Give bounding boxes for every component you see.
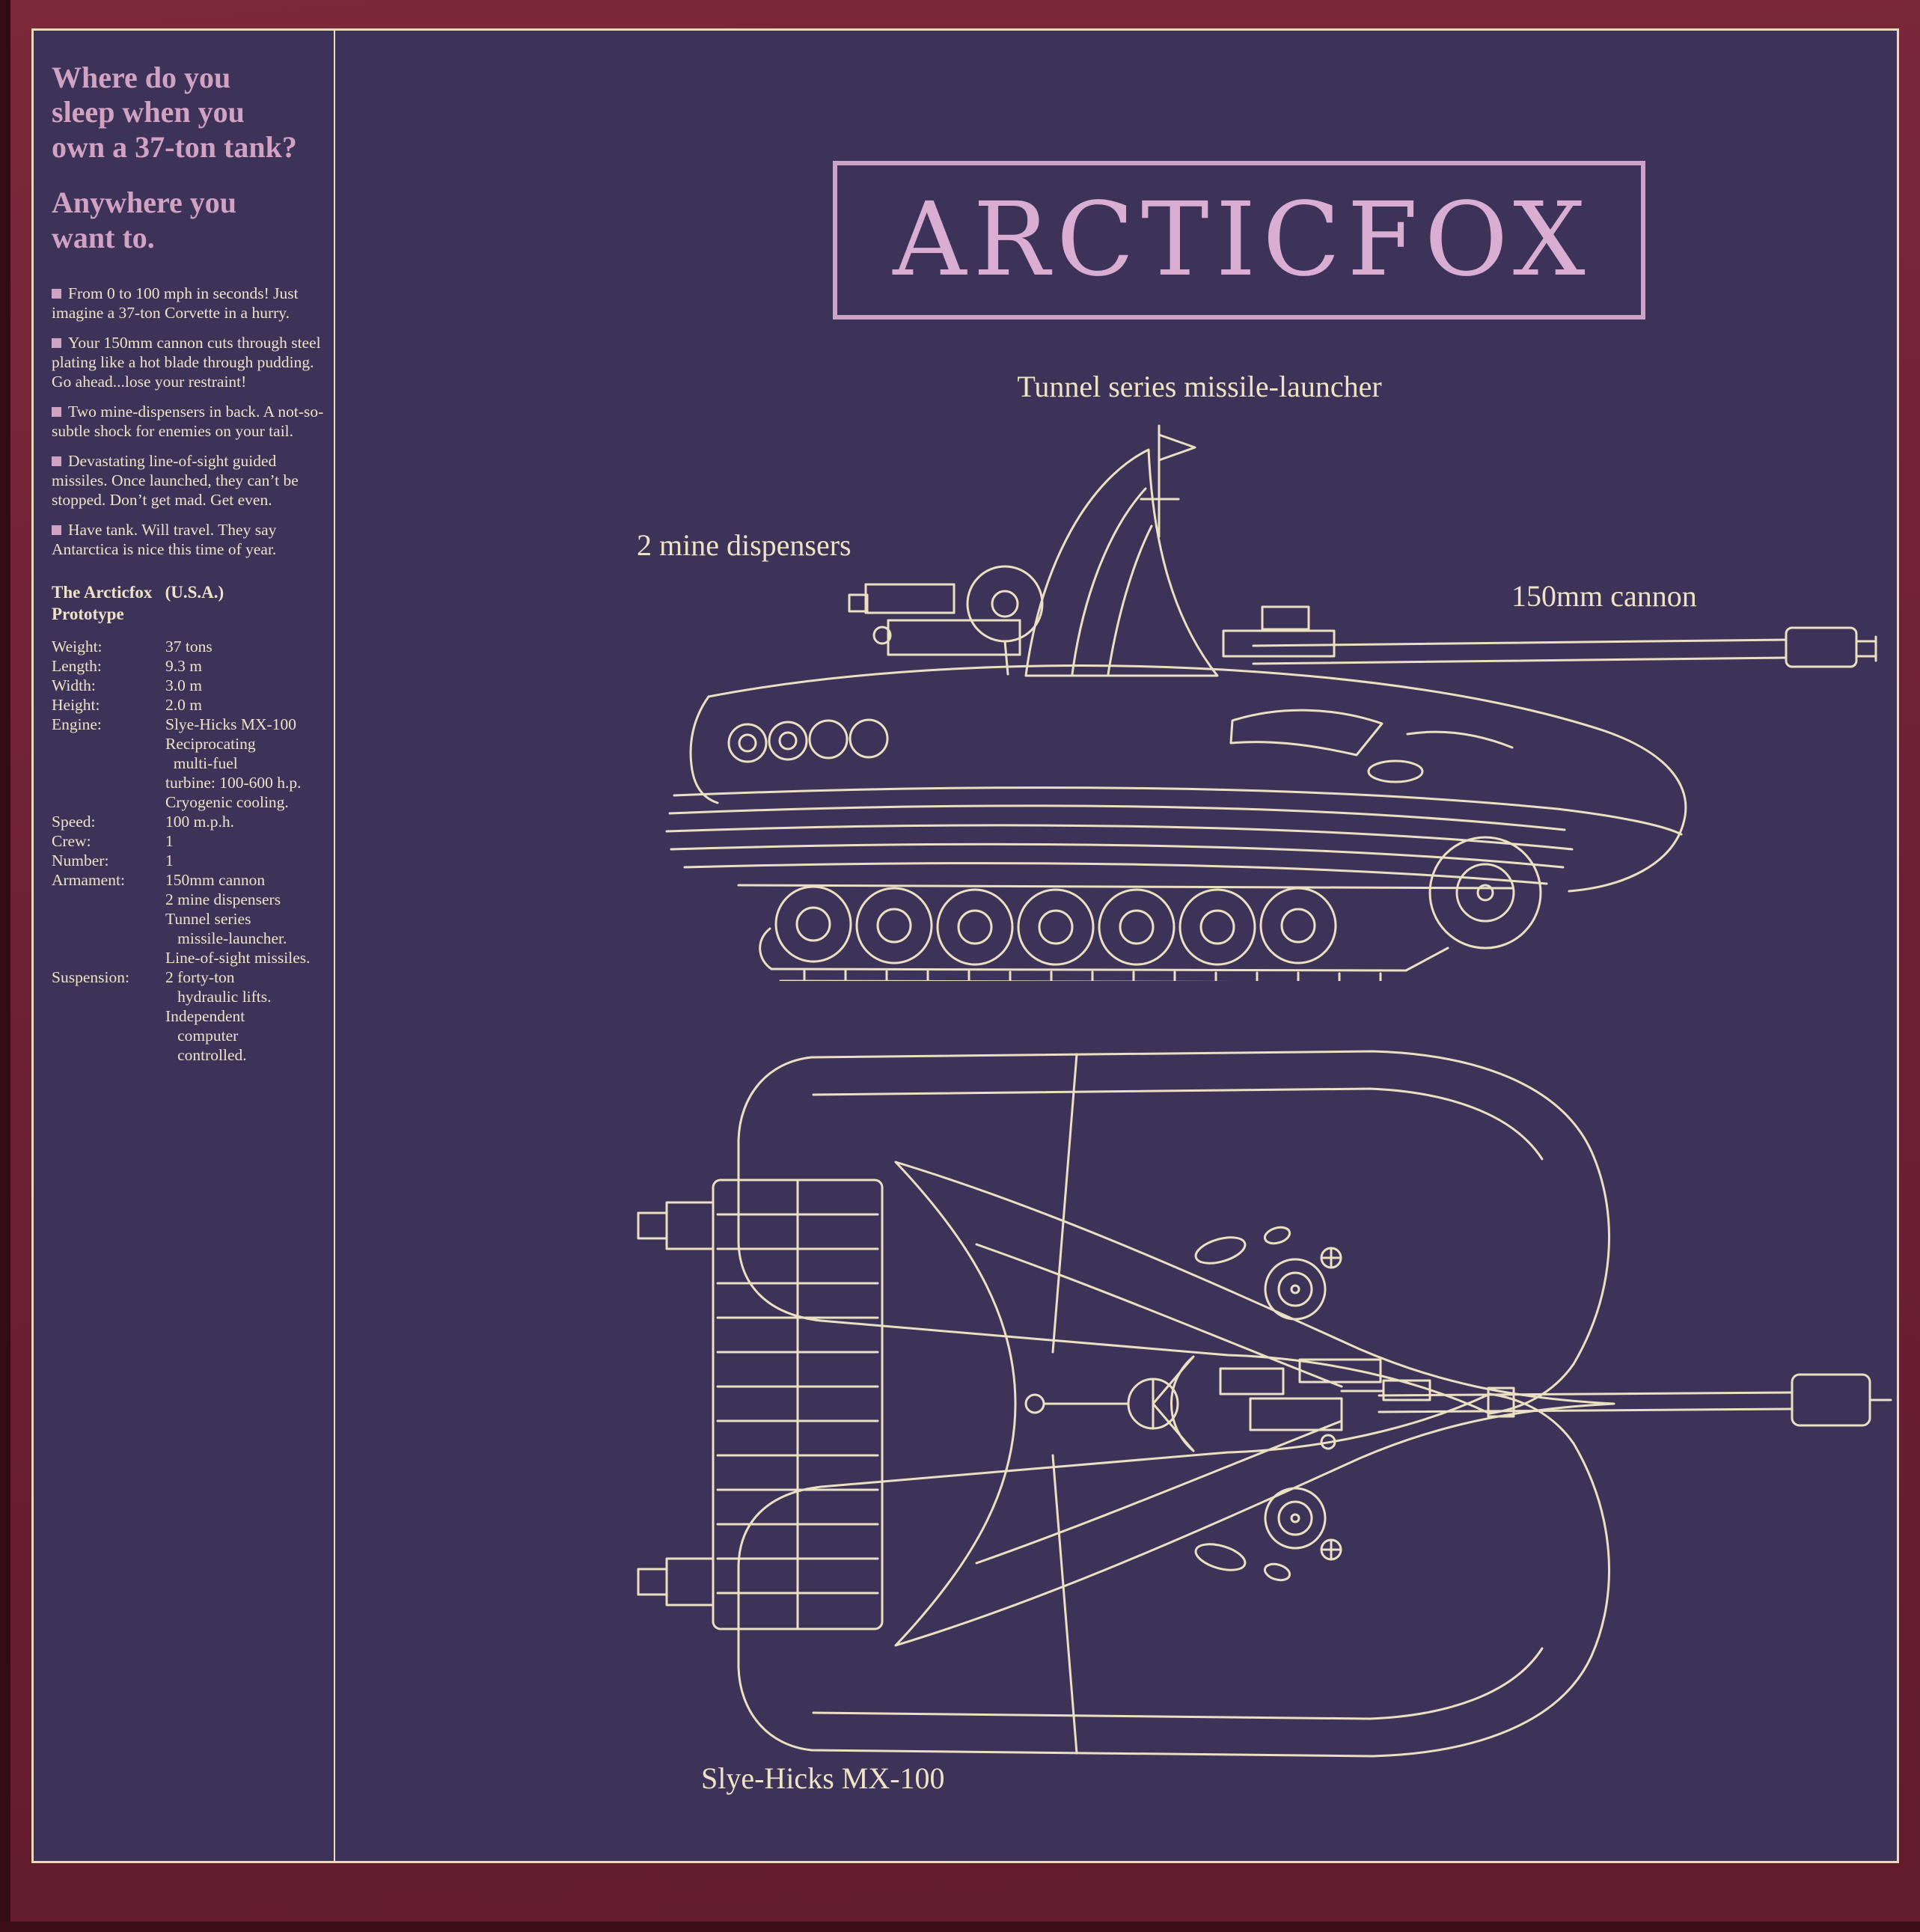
- spec-row: Width: 3.0 m: [52, 676, 328, 695]
- bullet-square-icon: [52, 406, 61, 417]
- spec-value-line: 3.0 m: [165, 676, 202, 694]
- marketing-column: Where do you sleep when you own a 37-ton…: [34, 31, 334, 1065]
- bullet-square-icon: [52, 337, 61, 348]
- bullet-text: Your 150mm cannon cuts through steel pla…: [52, 333, 321, 391]
- bullet-text: From 0 to 100 mph in seconds! Just imagi…: [52, 284, 299, 322]
- side-dish-antenna: [966, 565, 1044, 676]
- feature-bullet: Two mine-dispensers in back. A not-so-su…: [52, 402, 328, 441]
- spec-label: Weight:: [52, 637, 103, 655]
- headline-question: Where do you sleep when you own a 37-ton…: [52, 61, 297, 164]
- feature-bullet: From 0 to 100 mph in seconds! Just imagi…: [52, 284, 328, 322]
- spec-label: Suspension:: [52, 967, 129, 986]
- spec-value-line: computer: [165, 1026, 239, 1045]
- spec-row: Crew: 1: [52, 831, 328, 851]
- spec-label: Armament:: [52, 870, 125, 889]
- spec-row: Speed: 100 m.p.h.: [52, 812, 328, 831]
- spec-value-line: Slye-Hicks MX-100: [165, 715, 296, 733]
- bullet-text: Two mine-dispensers in back. A not-so-su…: [52, 402, 324, 440]
- spec-values: 1: [165, 851, 328, 870]
- spec-value-line: hydraulic lifts.: [165, 987, 272, 1006]
- spec-row: Length: 9.3 m: [52, 656, 328, 676]
- spec-value-line: controlled.: [165, 1045, 247, 1064]
- spec-label: Length:: [52, 656, 102, 675]
- spec-row: Height: 2.0 m: [52, 695, 328, 715]
- spec-value-line: missile-launcher.: [165, 929, 287, 947]
- headline-answer: Anywhere you want to.: [52, 186, 237, 254]
- bullet-square-icon: [52, 288, 61, 299]
- spec-value-line: 37 tons: [165, 637, 213, 655]
- spec-value-line: 1: [165, 831, 174, 850]
- label-cannon: 150mm cannon: [1511, 579, 1697, 613]
- spec-value-line: multi-fuel: [165, 753, 238, 772]
- bullet-square-icon: [52, 525, 61, 535]
- spec-label: Speed:: [52, 812, 96, 831]
- label-missile-launcher: Tunnel series missile-launcher: [1017, 370, 1382, 403]
- spec-row: Weight: 37 tons: [52, 637, 328, 656]
- spec-label: Width:: [52, 676, 96, 694]
- side-cannon: [1252, 626, 1877, 668]
- spec-row: Suspension: 2 forty-ton hydraulic lifts.…: [52, 967, 328, 1065]
- side-wheels-track: [759, 836, 1542, 981]
- game-title: ARCTICFOX: [893, 181, 1592, 299]
- spec-values: 100 m.p.h.: [165, 812, 328, 831]
- box-edge-bottom: [0, 1922, 1920, 1932]
- spec-table: Weight: 37 tons Length: 9.3 m Width: 3.0…: [52, 637, 328, 1065]
- box-edge-left: [0, 0, 10, 1932]
- side-fin: [1024, 448, 1219, 677]
- feature-bullet: Have tank. Will travel. They say Antarct…: [52, 520, 328, 559]
- side-hull: [665, 664, 1687, 893]
- spec-value-line: Cryogenic cooling.: [165, 792, 289, 811]
- side-launcher-blocks: [848, 583, 1336, 658]
- spec-value-line: 1: [165, 851, 174, 869]
- top-cannon: [1378, 1373, 1892, 1427]
- spec-label: Height:: [52, 695, 100, 714]
- spec-row: Engine: Slye-Hicks MX-100 Reciprocating …: [52, 715, 328, 812]
- bullet-text: Devastating line-of-sight guided missile…: [52, 451, 299, 509]
- spec-heading: The Arcticfox (U.S.A.) Prototype: [52, 582, 224, 623]
- blueprint-panel: Where do you sleep when you own a 37-ton…: [31, 28, 1899, 1863]
- spec-value-line: 150mm cannon: [165, 870, 266, 889]
- spec-value-line: 100 m.p.h.: [165, 812, 234, 831]
- spec-values: 3.0 m: [165, 676, 328, 695]
- spec-values: 2 forty-ton hydraulic lifts. Independent…: [165, 967, 328, 1065]
- spec-value-line: 2 forty-ton: [165, 967, 235, 986]
- spec-value-line: turbine: 100-600 h.p.: [165, 773, 302, 792]
- top-hull: [894, 1161, 1615, 1647]
- spec-values: 1: [165, 831, 328, 851]
- spec-row: Armament: 150mm cannon 2 mine dispensers…: [52, 870, 328, 967]
- spec-values: 2.0 m: [165, 695, 328, 715]
- label-mine-dispensers: 2 mine dispensers: [637, 528, 852, 562]
- column-divider: [334, 31, 335, 1861]
- spec-value-line: 9.3 m: [165, 656, 202, 675]
- spec-row: Number: 1: [52, 851, 328, 870]
- spec-value-line: Tunnel series: [165, 909, 251, 928]
- side-mast: [1140, 424, 1196, 538]
- tank-top-view-drawing: [637, 1050, 1892, 1758]
- spec-label: Engine:: [52, 715, 102, 733]
- tank-side-view-drawing: [665, 424, 1877, 981]
- spec-values: 9.3 m: [165, 656, 328, 676]
- spec-value-line: 2.0 m: [165, 695, 202, 714]
- top-engine-grid: [637, 1179, 884, 1630]
- feature-bullet: Devastating line-of-sight guided missile…: [52, 451, 328, 510]
- spec-values: Slye-Hicks MX-100 Reciprocating multi-fu…: [165, 715, 328, 812]
- spec-values: 150mm cannon 2 mine dispensers Tunnel se…: [165, 870, 328, 967]
- feature-bullet: Your 150mm cannon cuts through steel pla…: [52, 333, 328, 391]
- bullet-text: Have tank. Will travel. They say Antarct…: [52, 520, 277, 558]
- top-track-pods: [737, 1050, 1611, 1758]
- spec-value-line: Line-of-sight missiles.: [165, 948, 311, 967]
- spec-value-line: 2 mine dispensers: [165, 890, 281, 908]
- bullet-square-icon: [52, 456, 61, 466]
- spec-value-line: Reciprocating: [165, 734, 256, 753]
- top-turret: [1024, 1355, 1431, 1452]
- spec-value-line: Independent: [165, 1006, 245, 1025]
- spec-values: 37 tons: [165, 637, 328, 656]
- feature-bullets: From 0 to 100 mph in seconds! Just imagi…: [52, 284, 328, 559]
- spec-label: Crew:: [52, 831, 91, 850]
- label-engine: Slye-Hicks MX-100: [701, 1761, 945, 1795]
- spec-label: Number:: [52, 851, 109, 869]
- game-title-box: ARCTICFOX: [833, 161, 1645, 320]
